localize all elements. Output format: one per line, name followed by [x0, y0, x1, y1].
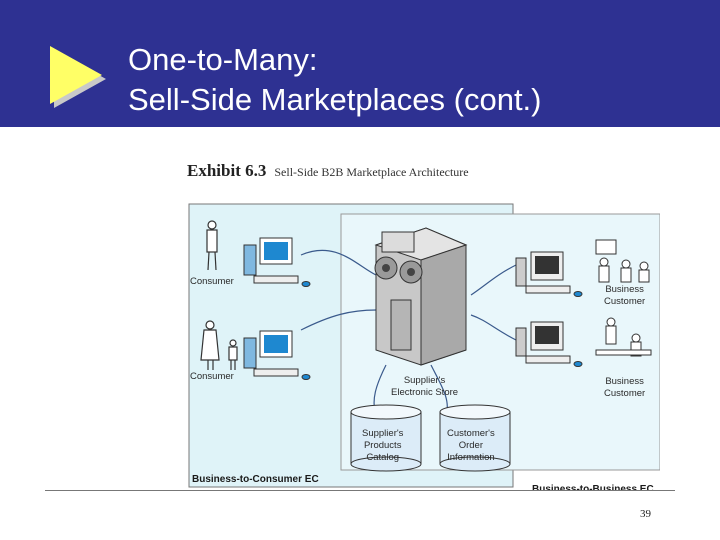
products-catalog-label: Supplier's Products Catalog [362, 428, 404, 463]
computer-icon [515, 321, 583, 367]
b2b-section-label: Business-to-Business EC [532, 484, 654, 490]
title-line-1: One-to-Many: [128, 42, 318, 77]
business-people-icon [595, 317, 652, 357]
business-people-icon [595, 239, 650, 283]
database-icon [439, 404, 511, 472]
consumer-label-2: Consumer [190, 371, 234, 382]
b2c-section-label: Business-to-Consumer EC [192, 474, 319, 485]
supplier-store-label: Supplier's Electronic Store [391, 375, 459, 398]
business-customer-label-1: Business Customer [604, 284, 646, 307]
slide-header: One-to-Many: Sell-Side Marketplaces (con… [0, 0, 720, 127]
title-line-2: Sell-Side Marketplaces (cont.) [128, 82, 542, 117]
family-icon [200, 320, 238, 370]
computer-icon [243, 330, 311, 380]
consumer-label-1: Consumer [190, 276, 234, 287]
footer-divider [45, 490, 675, 491]
arrow-icon [50, 46, 106, 108]
exhibit-caption: Exhibit 6.3 Sell-Side B2B Marketplace Ar… [187, 161, 469, 181]
exhibit-number: Exhibit 6.3 [187, 161, 267, 180]
database-icon [350, 404, 422, 472]
architecture-diagram: Consumer Consumer Business Customer Busi… [186, 190, 660, 490]
computer-icon [243, 237, 311, 287]
diagram-graphics [188, 203, 660, 488]
computer-icon [515, 251, 583, 297]
order-information-label: Customer's Order Information [447, 428, 495, 463]
slide-title: One-to-Many: Sell-Side Marketplaces (con… [128, 40, 542, 120]
business-customer-label-2: Business Customer [604, 376, 646, 399]
person-icon [206, 220, 218, 271]
exhibit-title: Sell-Side B2B Marketplace Architecture [274, 165, 469, 179]
page-number: 39 [640, 508, 651, 520]
server-icon [374, 227, 468, 366]
